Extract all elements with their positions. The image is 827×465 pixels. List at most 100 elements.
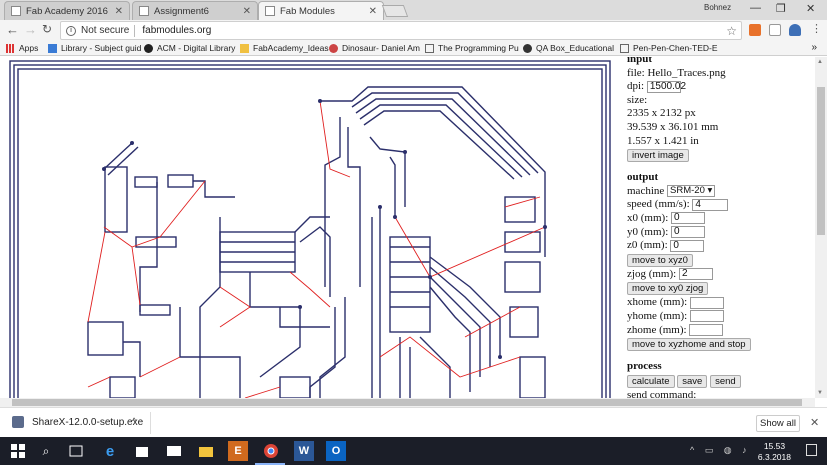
bookmark-label: QA Box_Educational — [536, 43, 614, 53]
toolpath-preview[interactable] — [0, 57, 622, 398]
z0-label: z0 (mm): — [627, 239, 668, 252]
dinosaur-icon — [329, 43, 338, 53]
url-text[interactable]: fabmodules.org — [142, 25, 212, 36]
document-icon[interactable] — [769, 24, 781, 36]
y0-input[interactable]: 0 — [671, 226, 705, 238]
bookmark-qa-box[interactable]: QA Box_Educational — [523, 43, 614, 53]
zjog-label: zjog (mm): — [627, 267, 677, 280]
speed-input[interactable]: 4 — [692, 198, 729, 211]
address-bar[interactable]: i Not secure fabmodules.org ☆ — [60, 21, 742, 40]
close-icon[interactable]: ✕ — [242, 5, 251, 17]
notifications-icon[interactable] — [806, 444, 817, 456]
close-icon[interactable]: ✕ — [368, 5, 377, 17]
invert-image-button[interactable]: invert image — [627, 149, 689, 163]
tab-title: Assignment6 — [154, 5, 209, 17]
page-content: input file: Hello_Traces.png dpi: 1500.0… — [0, 57, 815, 398]
system-tray-icons[interactable]: ^ ▭ ◍ ♪ — [690, 445, 751, 455]
xhome-label: xhome (mm): — [627, 296, 688, 309]
x0-label: x0 (mm): — [627, 211, 669, 224]
download-item[interactable]: ShareX-12.0.0-setup.exe — [12, 416, 143, 428]
bookmark-dinosaur[interactable]: Dinosaur- Daniel Am — [329, 43, 420, 53]
windows-start-icon[interactable] — [8, 441, 28, 461]
scroll-down-icon[interactable]: ▼ — [817, 390, 823, 396]
xhome-input[interactable] — [689, 296, 724, 309]
scroll-up-icon[interactable]: ▲ — [817, 59, 823, 65]
bookmarks-overflow-icon[interactable]: » — [811, 42, 817, 53]
z0-input[interactable]: 0 — [670, 239, 705, 252]
bookmark-apps[interactable]: Apps — [6, 43, 38, 53]
size-mm: 39.539 x 36.101 mm — [627, 120, 719, 133]
chrome-icon[interactable] — [261, 441, 281, 461]
word-icon[interactable]: W — [294, 441, 314, 461]
bookmark-fabacademy-ideas[interactable]: FabAcademy_Ideas — [240, 43, 329, 53]
zjog-input[interactable]: 2 — [678, 268, 713, 281]
edge-icon[interactable]: e — [105, 442, 115, 460]
security-status: Not secure — [81, 25, 130, 36]
bookmark-pen-pen-chen[interactable]: Pen-Pen-Chen-TED-E — [620, 43, 718, 53]
settings-panel: input file: Hello_Traces.png dpi: 1500.0… — [627, 57, 815, 398]
task-view-icon[interactable] — [66, 441, 86, 461]
extension-icon[interactable] — [789, 24, 801, 36]
machine-label: machine — [627, 184, 665, 197]
move-to-xy0-zjog-button[interactable]: move to xy0 zjog — [627, 282, 709, 296]
file-name: file: Hello_Traces.png — [627, 66, 726, 79]
divider — [134, 24, 136, 37]
bookmark-label: Apps — [19, 43, 39, 53]
search-icon[interactable]: ⌕ — [42, 443, 50, 458]
tab-strip: Fab Academy 2016 ✕ Assignment6 ✕ Fab Mod… — [0, 0, 827, 20]
horizontal-scrollbar[interactable] — [0, 398, 815, 407]
vertical-scrollbar[interactable]: ▲ ▼ — [815, 57, 827, 398]
move-to-xyz0-button[interactable]: move to xyz0 — [627, 253, 693, 267]
close-icon[interactable]: ✕ — [810, 417, 820, 429]
outlook-icon[interactable]: O — [326, 441, 346, 461]
tab-title: Fab Modules — [280, 5, 335, 17]
bookmark-acm[interactable]: ACM - Digital Library — [144, 43, 235, 53]
yhome-input[interactable] — [689, 310, 724, 323]
window-close-icon[interactable]: ✕ — [806, 3, 816, 15]
page-icon — [139, 6, 149, 16]
send-button[interactable]: send — [710, 374, 741, 388]
size-px: 2335 x 2132 px — [627, 107, 696, 120]
download-filename: ShareX-12.0.0-setup.exe — [32, 416, 144, 428]
close-icon[interactable]: ✕ — [114, 5, 123, 17]
show-all-button[interactable]: Show all — [756, 415, 800, 432]
info-icon[interactable]: i — [66, 25, 76, 36]
tab-fab-academy[interactable]: Fab Academy 2016 ✕ — [4, 1, 130, 20]
qa-box-icon — [523, 43, 532, 53]
input-heading: input — [627, 57, 653, 65]
mail-icon[interactable] — [164, 441, 184, 461]
menu-icon[interactable]: ⋮ — [811, 23, 822, 35]
forward-icon[interactable]: → — [24, 22, 37, 37]
extension-icon[interactable] — [749, 24, 761, 36]
reload-icon[interactable]: ↻ — [42, 22, 53, 36]
bookmarks-bar: Apps Library - Subject guid ACM - Digita… — [0, 41, 827, 56]
profile-name[interactable]: Bohnez — [704, 3, 732, 12]
star-icon[interactable]: ☆ — [726, 23, 737, 38]
acm-icon — [144, 43, 153, 53]
new-tab-button[interactable] — [381, 5, 409, 17]
scroll-thumb[interactable] — [817, 87, 825, 235]
clock[interactable]: 15.53 6.3.2018 — [758, 441, 791, 463]
page-icon — [265, 6, 275, 16]
chevron-up-icon[interactable]: ^ — [132, 416, 137, 426]
machine-select[interactable]: SRM-20 ▾ — [667, 185, 716, 198]
x0-input[interactable]: 0 — [671, 212, 705, 225]
zhome-input[interactable] — [689, 323, 724, 336]
calculate-button[interactable]: calculate — [627, 374, 675, 388]
scroll-thumb[interactable] — [12, 399, 802, 406]
back-icon[interactable]: ← — [6, 22, 19, 37]
clock-date: 6.3.2018 — [757, 452, 791, 462]
tab-assignment6[interactable]: Assignment6 ✕ — [132, 1, 258, 20]
dpi-input[interactable]: 1500.02 — [646, 80, 686, 93]
taskbar: ⌕ e E W O ^ ▭ ◍ ♪ 15.53 6.3.2018 — [0, 437, 827, 465]
store-icon[interactable] — [132, 441, 152, 461]
minimize-icon[interactable]: — — [750, 2, 761, 14]
bookmark-programming[interactable]: The Programming Pu — [425, 43, 519, 53]
bookmark-library[interactable]: Library - Subject guid — [48, 43, 141, 53]
move-to-home-button[interactable]: move to xyzhome and stop — [627, 338, 751, 352]
maximize-icon[interactable]: ❐ — [776, 3, 786, 15]
app-e-icon[interactable]: E — [228, 441, 248, 461]
file-explorer-icon[interactable] — [196, 441, 216, 461]
tab-fab-modules[interactable]: Fab Modules ✕ — [258, 1, 384, 20]
save-button[interactable]: save — [677, 374, 708, 388]
